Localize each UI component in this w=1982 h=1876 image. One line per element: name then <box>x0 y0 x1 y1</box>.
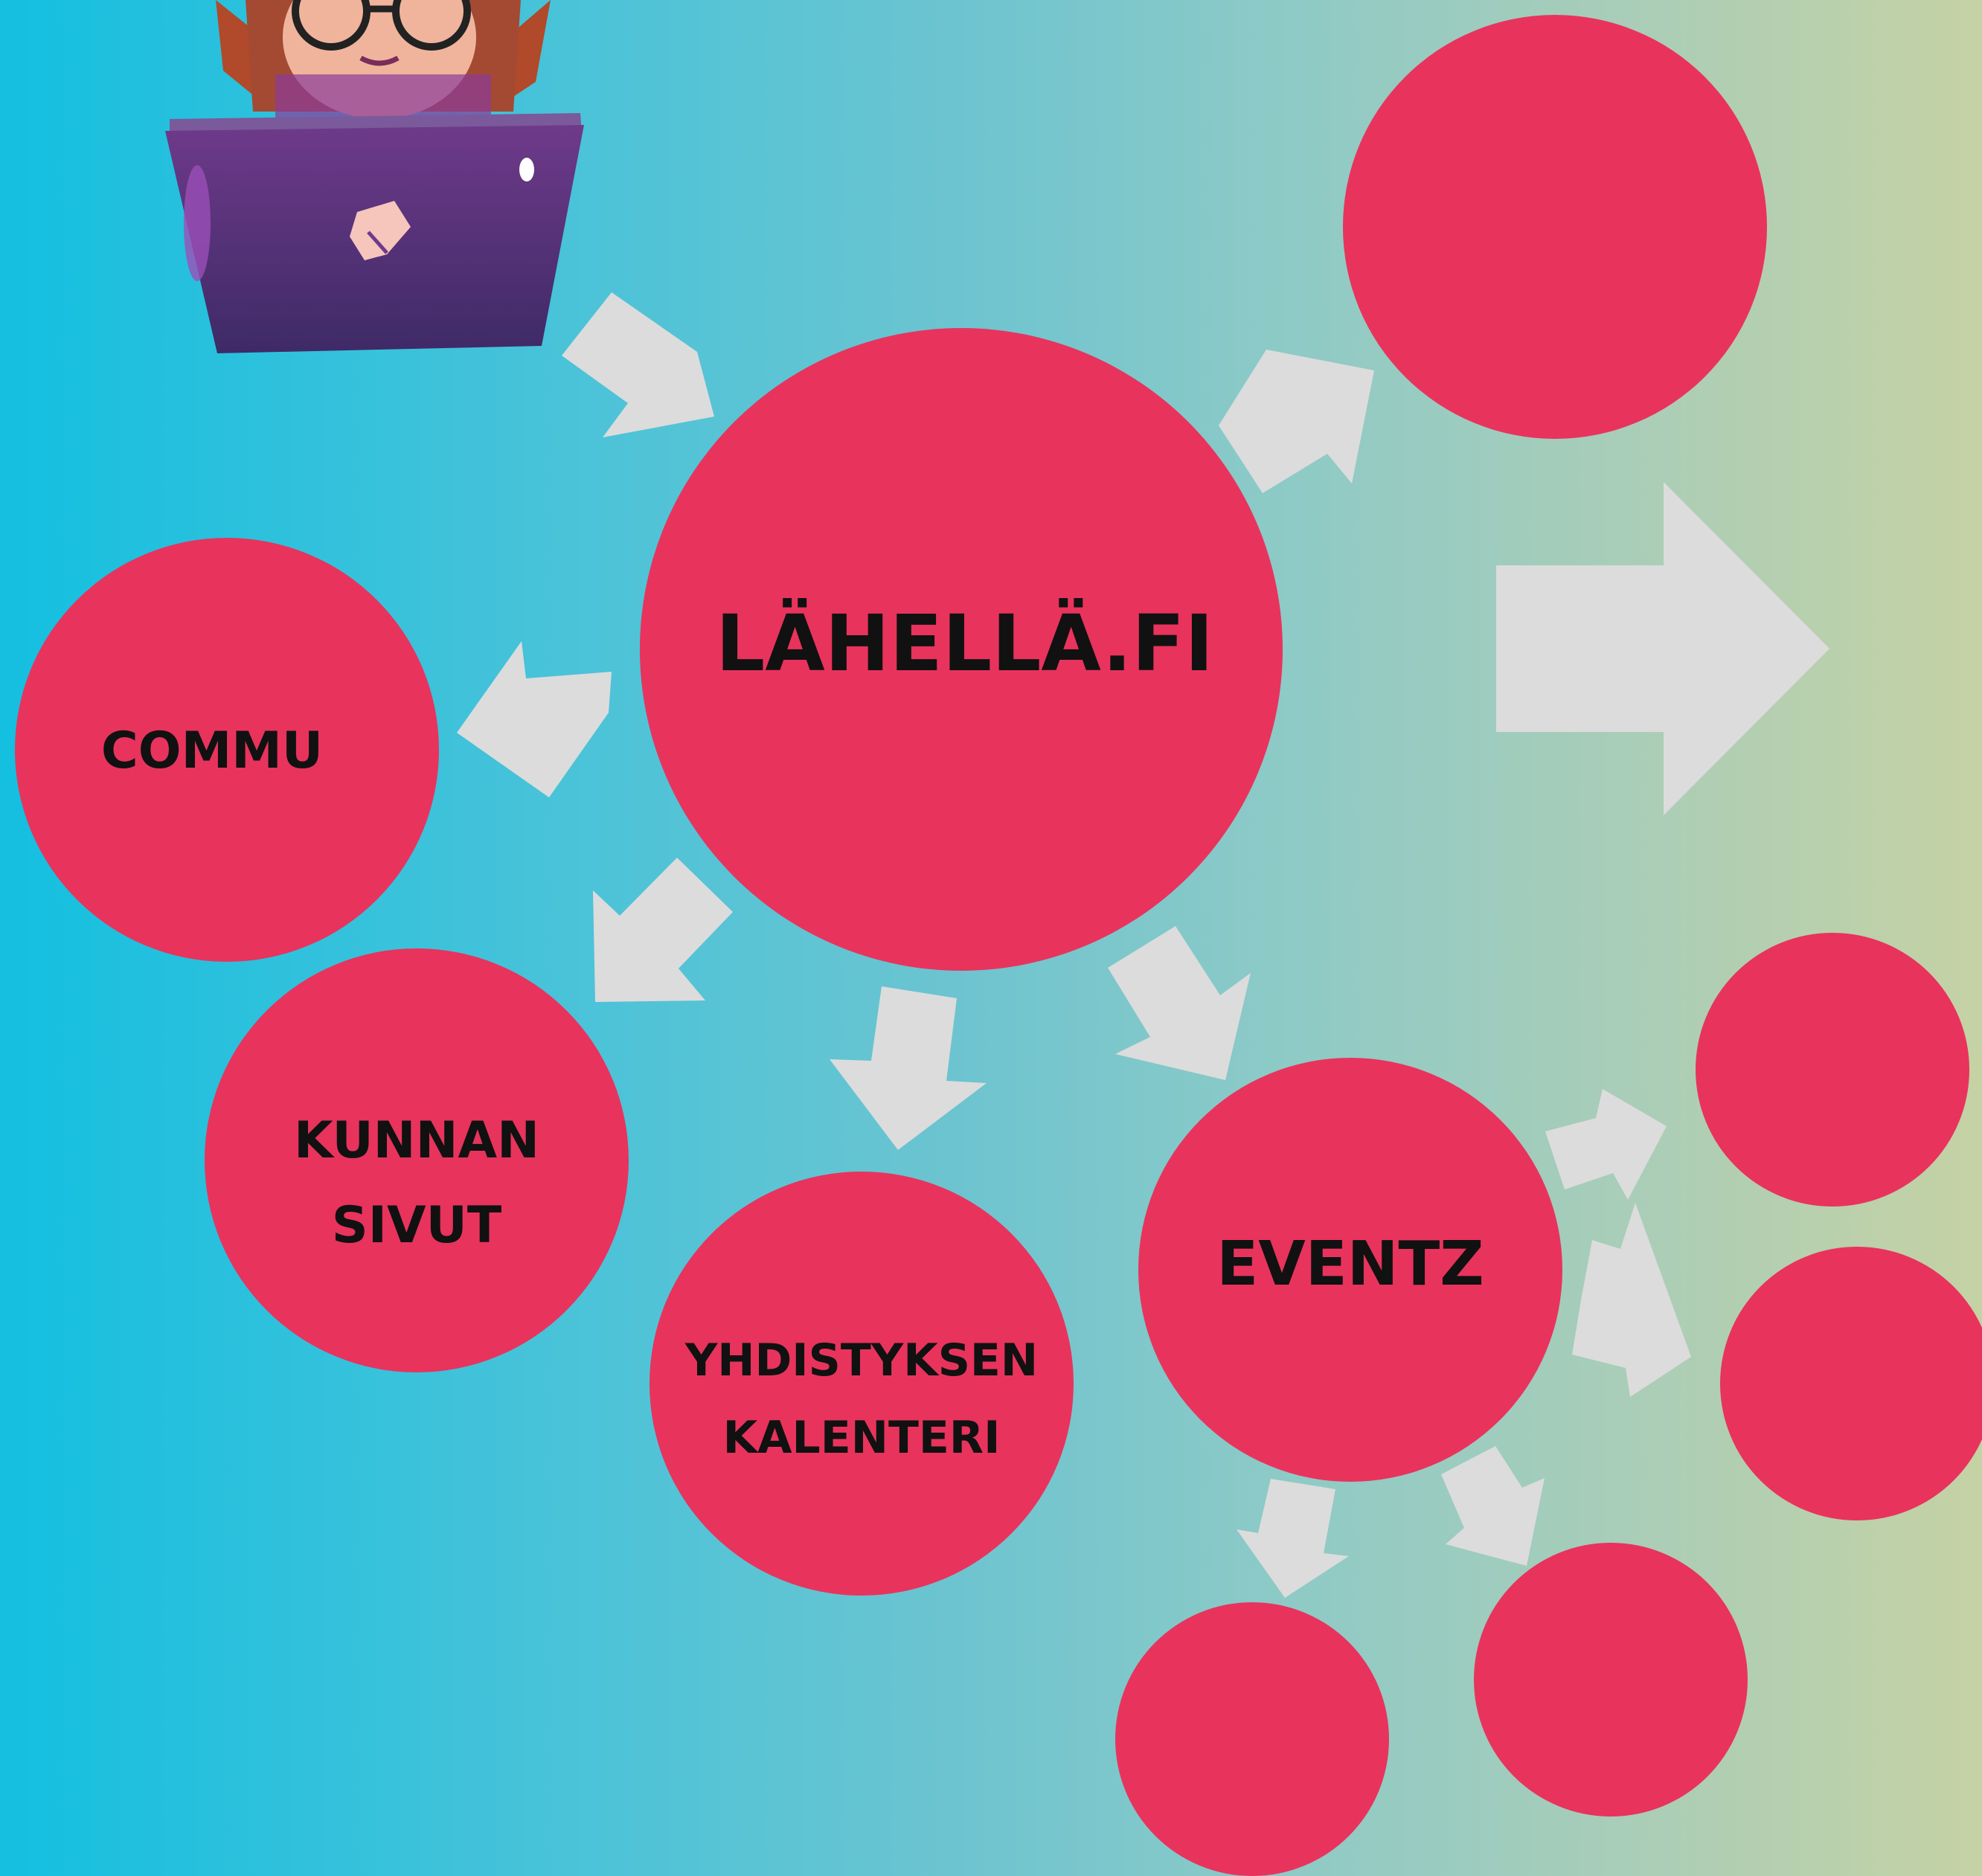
node-circle-c <box>1115 1602 1389 1876</box>
arrow-to-yhdistyksen-kalenteri <box>830 986 987 1150</box>
nodes <box>15 15 1982 1876</box>
node-kunnan-sivut <box>205 948 629 1372</box>
arrow-eventz-to-circle-a <box>1545 1089 1667 1200</box>
label-commu: COMMU <box>100 722 324 780</box>
label-eventz: EVENTZ <box>1216 1229 1484 1300</box>
node-eventz <box>1138 1058 1562 1482</box>
arrow-eventz-to-circle-d <box>1441 1446 1545 1566</box>
arrows <box>457 292 1829 1598</box>
node-yhdistyksen-kalenteri <box>650 1172 1074 1596</box>
node-commu <box>15 538 439 962</box>
arrow-to-commu <box>457 641 612 797</box>
label-yhdistyksen-kalenteri: YHDISTYKSEN KALENTERI <box>646 1322 1077 1477</box>
arrow-from-illustration <box>562 292 714 437</box>
woman-with-laptop-icon <box>165 0 584 353</box>
label-center: LÄHELLÄ.FI <box>716 598 1214 689</box>
arrow-eventz-to-circle-b <box>1572 1203 1691 1397</box>
arrow-eventz-to-circle-c <box>1237 1479 1349 1598</box>
arrow-to-eventz <box>1108 926 1251 1080</box>
arrow-to-top-circle <box>1219 350 1374 493</box>
node-top <box>1343 15 1767 439</box>
node-center <box>640 328 1283 971</box>
node-circle-d <box>1474 1543 1748 1816</box>
arrow-to-kunnan-sivut <box>593 858 733 1002</box>
label-yhdistyksen: YHDISTYKSEN <box>684 1334 1039 1387</box>
node-circle-a <box>1696 933 1969 1207</box>
label-kunnan: KUNNAN <box>293 1111 540 1170</box>
label-sivut: SIVUT <box>331 1196 502 1255</box>
label-kalenteri: KALENTERI <box>722 1412 1001 1464</box>
big-arrow-right <box>1496 482 1829 815</box>
label-kunnan-sivut: KUNNAN SIVUT <box>268 1099 565 1268</box>
node-circle-b <box>1720 1247 1982 1520</box>
